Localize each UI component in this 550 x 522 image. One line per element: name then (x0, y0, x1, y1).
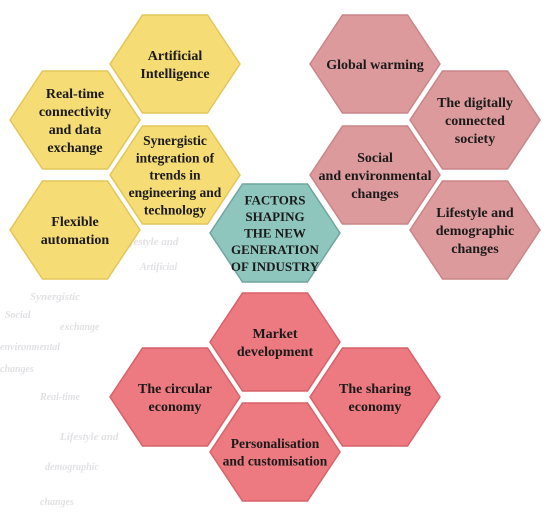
hexagon-label-line: SHAPING (245, 209, 304, 224)
hexagon-circ: The circular economy (109, 347, 241, 447)
hexagon-label-line: Lifestyle and (436, 206, 514, 221)
svg-text:changes: changes (0, 364, 34, 375)
hexagon-shape-syn (109, 125, 241, 225)
hexagon-label-line: integration of (136, 150, 215, 165)
hexagon-label-line: engineering and (129, 185, 222, 200)
hexagon-shape-digi (409, 70, 541, 170)
hexagon-label-line: exchange (47, 141, 102, 156)
hexagon-label-line: Personalisation (231, 436, 320, 451)
hexagon-shape-rtc (9, 70, 141, 170)
hexagon-shape-share (309, 347, 441, 447)
hexagon-label-line: connected (445, 114, 505, 129)
faded-background-text: Lifestyle and Artificial Synergistic Soc… (0, 236, 179, 508)
hexagon-label-line: economy (349, 400, 402, 415)
hexagon-label-line: OF INDUSTRY (231, 259, 320, 274)
hexagon-shape-circ (109, 347, 241, 447)
hexagon-label-line: The digitally (437, 96, 513, 111)
hexagon-label-line: The circular (138, 382, 212, 397)
hexagon-label-line: Synergistic (143, 133, 207, 148)
hexagon-label-line: THE NEW (244, 226, 306, 241)
hexagon-digi: The digitally connected society (409, 70, 541, 170)
svg-text:exchange: exchange (60, 322, 100, 333)
hexagon-label-line: automation (41, 233, 110, 248)
hexagon-label-line: trends in (149, 168, 201, 183)
hexagon-label-line: development (237, 345, 314, 360)
hexagon-label-line: Artificial (148, 49, 203, 64)
hexagon-label-line: Intelligence (140, 67, 209, 82)
hexagon-shape-flex (9, 180, 141, 280)
hexagon-label-line: economy (149, 400, 202, 415)
svg-text:Lifestyle and: Lifestyle and (59, 431, 119, 443)
hexagon-share: The sharing economy (309, 347, 441, 447)
hexagon-label-line: Social (357, 151, 393, 166)
hexagon-shape-pers (209, 402, 341, 502)
hexagon-layer: ArtificialIntelligenceReal-timeconnectiv… (9, 14, 541, 502)
hexagon-shape-center (209, 183, 341, 283)
hexagon-label-line: GENERATION (231, 242, 319, 257)
hexagon-shape-mkt (209, 292, 341, 392)
hexagon-label-line: FACTORS (245, 192, 306, 207)
hexagon-label-line: technology (144, 202, 206, 217)
hexagon-label-line: Real-time (46, 87, 104, 102)
hexagon-rtc: Real-time connectivity and data exchange (9, 70, 141, 170)
hexagon-mkt: Market development (209, 292, 341, 392)
hexagon-label-line: society (455, 132, 495, 147)
hexagon-pers: Personalisation and customisation (209, 402, 341, 502)
hexagon-label-line: and customisation (223, 453, 328, 468)
hexagon-shape-ai (109, 14, 241, 114)
hexagon-shape-gw (309, 14, 441, 114)
svg-text:Synergistic: Synergistic (30, 291, 80, 303)
hexagon-label-line: Flexible (51, 215, 98, 230)
svg-text:Artificial: Artificial (139, 262, 177, 273)
hexagon-label-line: connectivity (39, 105, 111, 120)
hexagon-label-line: changes (451, 242, 499, 257)
svg-text:Real-time: Real-time (39, 392, 81, 403)
hexagon-life: Lifestyle and demographic changes (409, 180, 541, 280)
hexagon-shape-life (409, 180, 541, 280)
hexagon-label-line: Global warming (326, 58, 424, 73)
hexagon-syn: Synergistic integration of trends in engine… (109, 125, 241, 225)
svg-text:demographic: demographic (45, 462, 99, 473)
hexagon-label-line: and data (49, 123, 102, 138)
hexagon-shape-soc (309, 125, 441, 225)
svg-text:environmental: environmental (0, 342, 60, 353)
hexagon-label-line: changes (351, 187, 399, 202)
svg-text:Social: Social (5, 310, 31, 321)
hexagon-label-line: and environmental (319, 169, 432, 184)
hexagon-soc: Social and environmental changes (309, 125, 441, 225)
hexagon-label-line: Market (252, 327, 297, 342)
hexagon-flex: Flexible automation (9, 180, 141, 280)
hexagon-gw: Global warming (309, 14, 441, 114)
hexagon-label-line: The sharing (339, 382, 411, 397)
svg-text:changes: changes (40, 497, 74, 508)
hexagon-label-line: demographic (436, 224, 515, 239)
